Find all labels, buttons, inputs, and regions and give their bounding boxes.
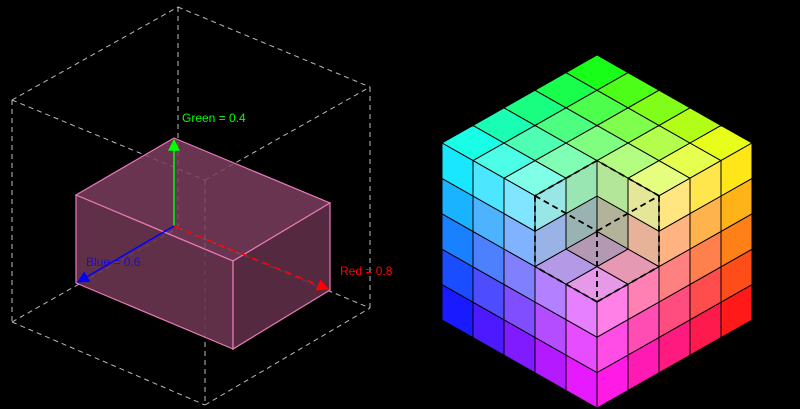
cutout-edge xyxy=(534,159,598,197)
left-rgb-box-diagram: Green = 0.4 Red = 0.8 Blue = 0.6 xyxy=(11,6,393,406)
cube-top-cell xyxy=(564,54,630,91)
blue-axis-arrow xyxy=(76,225,175,283)
cutout-edge xyxy=(534,265,598,303)
cutout-edge xyxy=(596,195,660,232)
green-axis-label: Green = 0.4 xyxy=(182,111,246,125)
red-axis-arrow xyxy=(173,225,330,291)
rgb-value-box xyxy=(74,137,332,351)
cutout-edge xyxy=(596,159,660,197)
cube-left-face-cell xyxy=(441,142,474,197)
red-axis-label: Red = 0.8 xyxy=(340,264,393,278)
cutout-edge xyxy=(596,265,660,303)
blue-axis-label: Blue = 0.6 xyxy=(86,255,141,269)
rgb-color-cube xyxy=(440,54,754,409)
cube-right-face-cell xyxy=(720,142,753,197)
cutout-edge xyxy=(534,195,598,232)
